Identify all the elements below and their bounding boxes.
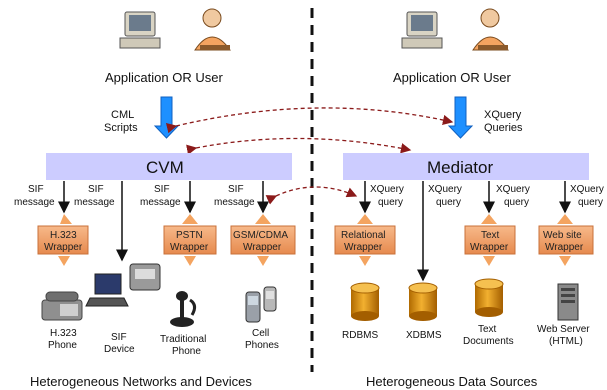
cml-scripts-label-1: CML <box>111 109 134 121</box>
right-user-label: Application OR User <box>393 70 511 85</box>
query-label: XQuery <box>570 184 604 195</box>
sif-label: message <box>74 197 115 208</box>
query-label: query <box>578 197 603 208</box>
computer-icon <box>401 11 443 49</box>
query-label: query <box>436 197 461 208</box>
source-label: Web Server <box>537 324 590 335</box>
source-label: XDBMS <box>406 330 442 341</box>
svg-text:Relational: Relational <box>341 230 385 241</box>
sif-label: SIF <box>154 184 170 195</box>
xdbms-cylinder-icon <box>408 282 438 321</box>
pstn-wrapper: PSTN Wrapper <box>163 214 217 266</box>
relational-wrapper: Relational Wrapper <box>334 214 396 266</box>
website-wrapper: Web site Wrapper <box>538 214 594 266</box>
svg-text:Web site: Web site <box>543 230 582 241</box>
device-label: Cell <box>252 328 269 339</box>
query-label: XQuery <box>370 184 404 195</box>
cml-scripts-label-2: Scripts <box>104 122 138 134</box>
device-label: H.323 <box>50 328 77 339</box>
svg-text:PSTN: PSTN <box>176 230 203 241</box>
xquery-queries-label-2: Queries <box>484 122 523 134</box>
mediator-bar <box>343 153 589 180</box>
left-footer: Heterogeneous Networks and Devices <box>30 374 252 389</box>
person-icon <box>472 8 509 51</box>
device-label: Phone <box>48 340 77 351</box>
svg-text:H.323: H.323 <box>50 230 77 241</box>
source-label: Text <box>478 324 497 335</box>
svg-text:Wrapper: Wrapper <box>470 242 509 253</box>
h323-wrapper: H.323 Wrapper <box>37 214 89 266</box>
device-label: Device <box>104 344 135 355</box>
xquery-input-arrow <box>447 96 474 139</box>
cvm-label: CVM <box>146 158 184 177</box>
laptop-icon <box>85 273 129 307</box>
cell-phones-icon <box>245 286 277 323</box>
query-label: XQuery <box>496 184 530 195</box>
sif-label: message <box>214 197 255 208</box>
query-label: query <box>378 197 403 208</box>
device-label: Phone <box>172 346 201 357</box>
ip-phone-icon <box>129 263 161 291</box>
right-footer: Heterogeneous Data Sources <box>366 374 538 389</box>
link-arrow-top <box>165 107 454 134</box>
source-label: RDBMS <box>342 330 378 341</box>
sif-label: SIF <box>28 184 44 195</box>
web-server-icon <box>557 283 579 321</box>
gsm-cdma-wrapper: GSM/CDMA Wrapper <box>230 214 296 266</box>
link-arrow-middle <box>186 137 412 155</box>
text-wrapper: Text Wrapper <box>464 214 516 266</box>
device-label: SIF <box>111 332 127 343</box>
svg-text:GSM/CDMA: GSM/CDMA <box>233 230 288 241</box>
svg-text:Wrapper: Wrapper <box>344 242 383 253</box>
sif-label: SIF <box>88 184 104 195</box>
candlestick-phone-icon <box>170 291 197 327</box>
left-user-label: Application OR User <box>105 70 223 85</box>
svg-text:Text: Text <box>481 230 500 241</box>
sif-label: SIF <box>228 184 244 195</box>
sif-label: message <box>140 197 181 208</box>
cml-input-arrow <box>153 96 180 139</box>
svg-text:Wrapper: Wrapper <box>44 242 83 253</box>
device-label: Traditional <box>160 334 206 345</box>
svg-text:Wrapper: Wrapper <box>243 242 282 253</box>
svg-text:Wrapper: Wrapper <box>170 242 209 253</box>
xquery-queries-label-1: XQuery <box>484 109 522 121</box>
query-label: query <box>504 197 529 208</box>
source-label: Documents <box>463 336 514 347</box>
person-icon <box>194 8 231 51</box>
source-label: (HTML) <box>549 336 583 347</box>
sif-label: message <box>14 197 55 208</box>
text-docs-cylinder-icon <box>474 278 504 317</box>
desk-phone-icon <box>41 291 83 321</box>
link-arrow-bottom <box>265 186 358 205</box>
cvm-bar <box>46 153 292 180</box>
rdbms-cylinder-icon <box>350 282 380 321</box>
device-label: Phones <box>245 340 279 351</box>
computer-icon <box>119 11 161 49</box>
svg-text:Wrapper: Wrapper <box>545 242 584 253</box>
mediator-label: Mediator <box>427 158 493 177</box>
query-label: XQuery <box>428 184 462 195</box>
